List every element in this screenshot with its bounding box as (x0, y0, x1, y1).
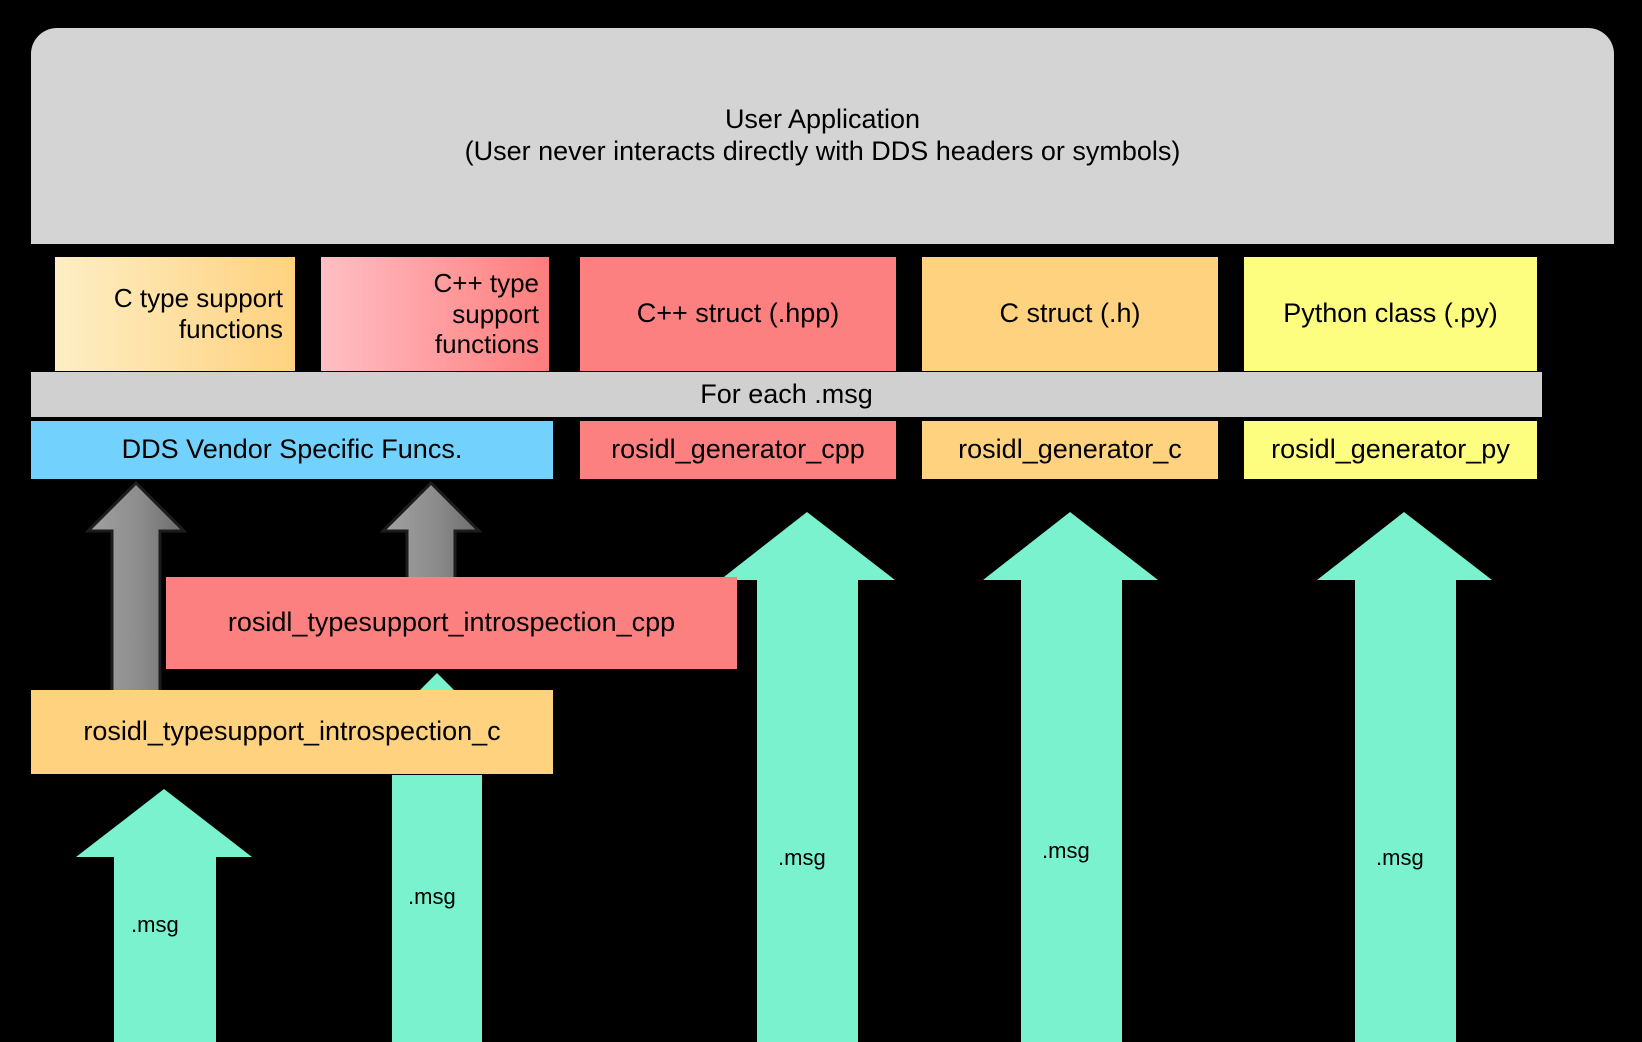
cpp-struct-hpp-box: C++ struct (.hpp) (580, 257, 896, 371)
msg-label-generator-py: .msg (1376, 845, 1424, 870)
python-class-py-box: Python class (.py) (1244, 257, 1537, 371)
c-struct-h-box: C struct (.h) (922, 257, 1218, 371)
rosidl-generator-c-box: rosidl_generator_c (922, 421, 1218, 479)
green-arrow-msg-to-generator-cpp (720, 512, 895, 1042)
for-each-msg-band: For each .msg (31, 372, 1542, 417)
green-arrow-msg-to-introspection-c (76, 789, 252, 1042)
msg-label-generator-c: .msg (1042, 838, 1090, 863)
msg-label-introspection-cpp: .msg (408, 884, 456, 909)
green-arrow-msg-to-generator-c (983, 512, 1158, 1042)
msg-label-introspection-c: .msg (131, 912, 179, 937)
c-type-support-functions-box: C type support functions (55, 257, 295, 371)
dds-vendor-specific-funcs-box: DDS Vendor Specific Funcs. (31, 421, 553, 479)
rosidl-typesupport-introspection-cpp-box: rosidl_typesupport_introspection_cpp (166, 577, 737, 669)
user-application-box: User Application (User never interacts d… (31, 28, 1614, 244)
rosidl-generator-py-box: rosidl_generator_py (1244, 421, 1537, 479)
gray-arrow-cpp-to-typesupport (379, 480, 483, 582)
green-arrow-msg-to-introspection-cpp-shaft (392, 775, 482, 1042)
msg-label-generator-cpp: .msg (778, 845, 826, 870)
rosidl-typesupport-introspection-c-box: rosidl_typesupport_introspection_c (31, 690, 553, 774)
green-arrow-msg-to-generator-py (1317, 512, 1492, 1042)
cpp-type-support-functions-box: C++ type support functions (321, 257, 549, 371)
rosidl-generator-cpp-box: rosidl_generator_cpp (580, 421, 896, 479)
